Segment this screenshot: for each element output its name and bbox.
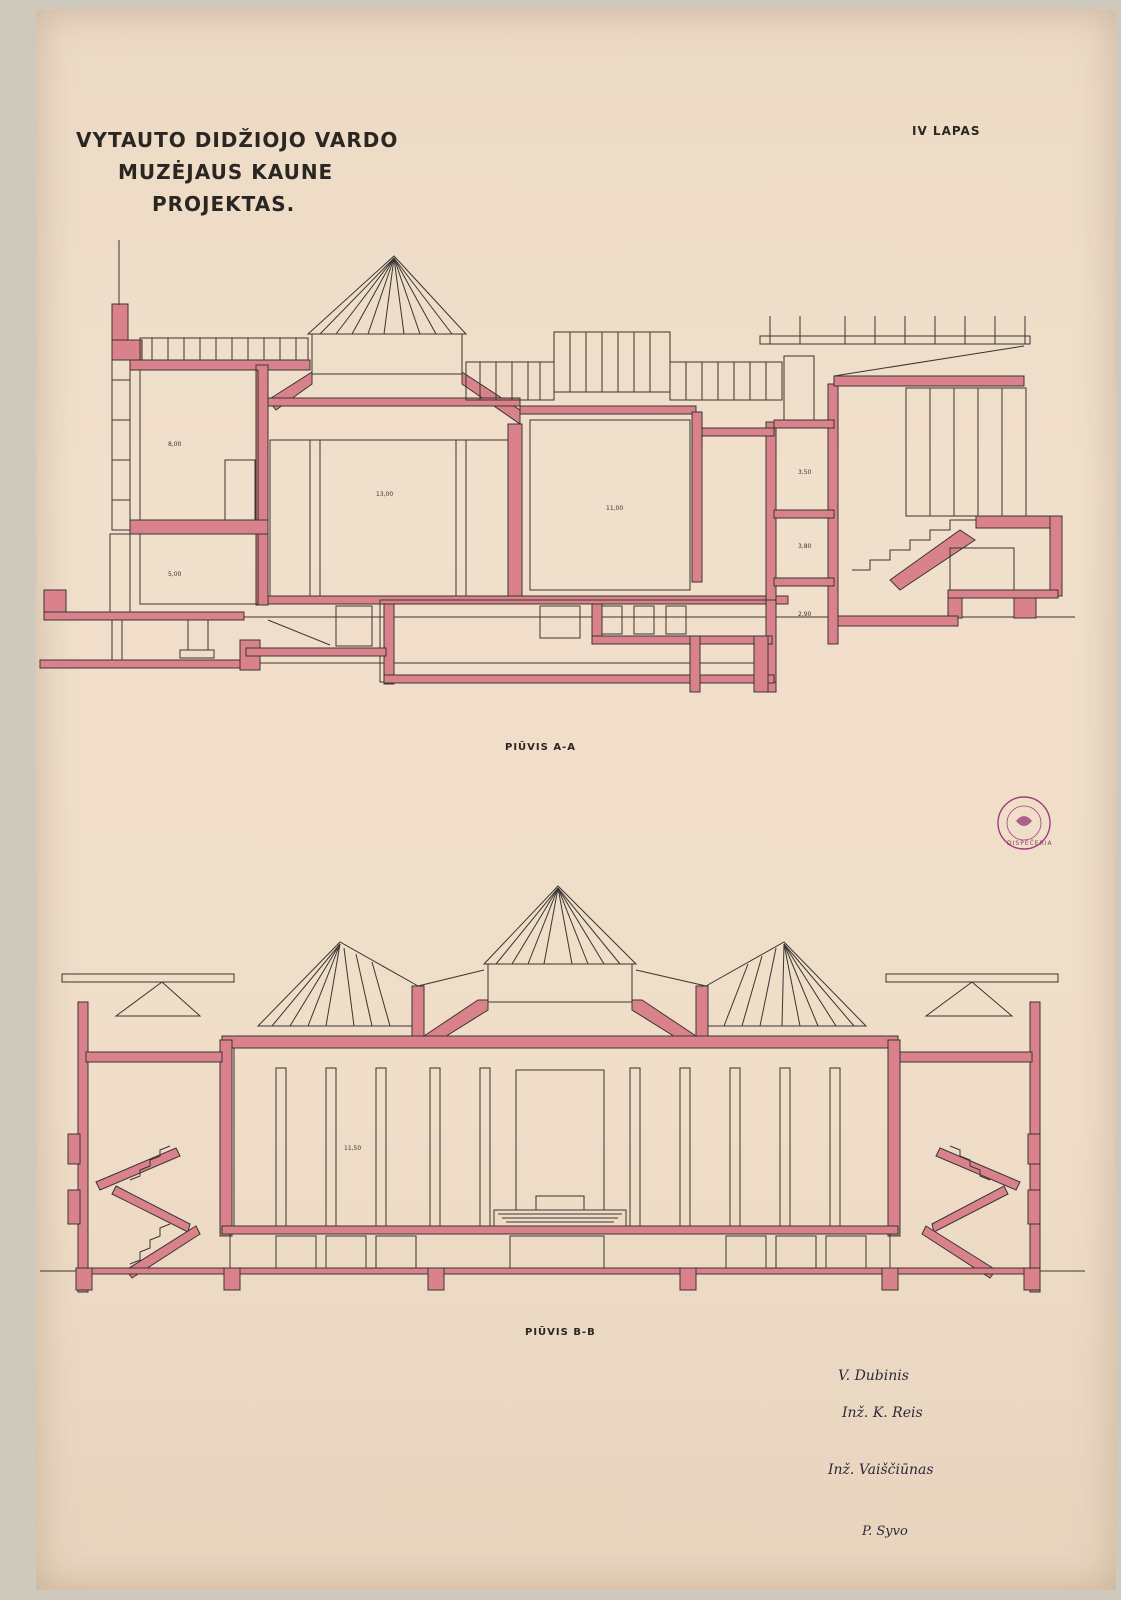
dim-label: 2,90 bbox=[798, 611, 812, 618]
title-line-3: PROJEKTAS. bbox=[152, 192, 296, 216]
section-b-b-caption: PIŪVIS B-B bbox=[525, 1327, 596, 1338]
dim-label: 13,00 bbox=[376, 491, 393, 498]
paper bbox=[36, 10, 1116, 1590]
stamp-text: DISPEČERIA bbox=[1007, 840, 1053, 847]
signature: Inž. K. Reis bbox=[842, 1405, 923, 1421]
section-a-a-drawing bbox=[39, 240, 1075, 693]
section-a-a-caption: PIŪVIS A-A bbox=[505, 742, 576, 753]
signature: P. Syvo bbox=[862, 1524, 908, 1539]
signature: Inž. Vaiščiūnas bbox=[828, 1462, 934, 1478]
section-b-b-drawing bbox=[40, 885, 1085, 1293]
signature: V. Dubinis bbox=[838, 1368, 909, 1384]
dim-label: 8,00 bbox=[168, 441, 182, 448]
archive-stamp bbox=[997, 796, 1051, 850]
sheet-number: IV LAPAS bbox=[912, 124, 981, 138]
dim-label: 3,80 bbox=[798, 543, 812, 550]
dim-label: 11,50 bbox=[344, 1145, 361, 1152]
title-line-2: MUZĖJAUS KAUNE bbox=[118, 160, 334, 184]
dim-label: 11,00 bbox=[606, 505, 623, 512]
title-line-1: VYTAUTO DIDŽIOJO VARDO bbox=[76, 128, 399, 152]
dim-label: 5,00 bbox=[168, 571, 182, 578]
dim-label: 3,50 bbox=[798, 469, 812, 476]
